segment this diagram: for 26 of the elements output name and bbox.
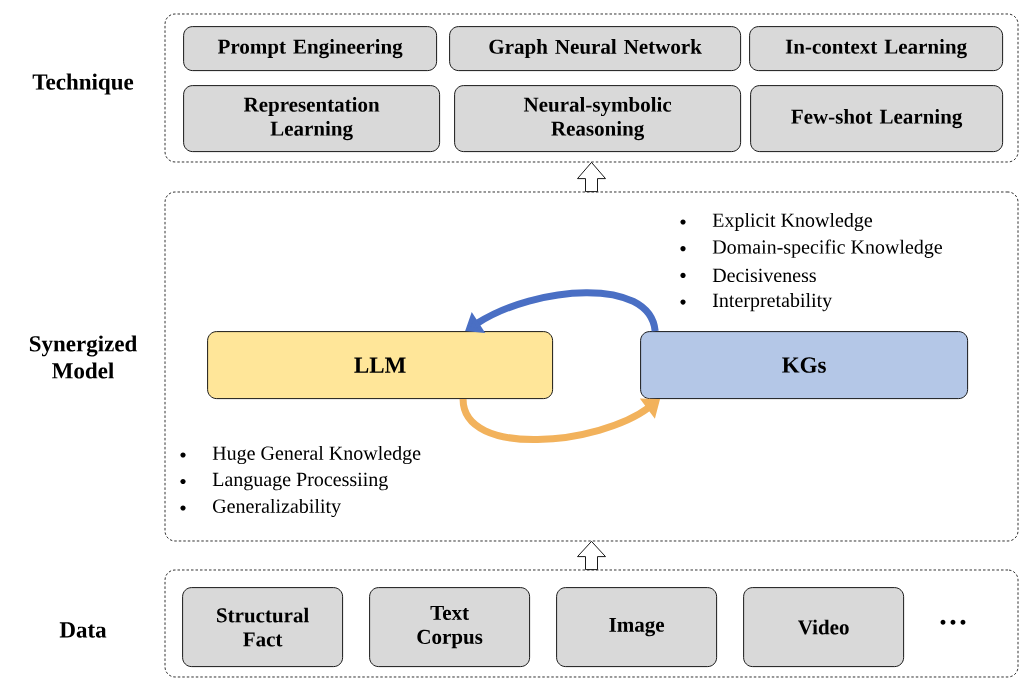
technique-box: Prompt Engineering xyxy=(183,26,438,72)
model-box: LLM xyxy=(207,331,554,400)
panel-heading: Synergized Model xyxy=(29,335,138,379)
technique-box: In-context Learning xyxy=(749,26,1004,72)
data-box: Video xyxy=(743,587,905,668)
panel-heading: Technique xyxy=(32,73,134,95)
curved-arrow xyxy=(465,289,659,334)
bullet-text: Interpretability xyxy=(712,293,833,312)
technique-box: Neural-symbolic Reasoning xyxy=(454,85,742,153)
data-box: Image xyxy=(556,587,718,668)
data-box: Structural Fact xyxy=(182,587,344,668)
model-box: KGs xyxy=(640,331,969,400)
technique-box: Representation Learning xyxy=(183,85,441,153)
technique-box: Few-shot Learning xyxy=(750,85,1004,153)
data-box: Text Corpus xyxy=(369,587,531,668)
block-arrow xyxy=(577,161,606,193)
panel-heading: Data xyxy=(59,622,107,638)
bullet-text: Decisiveness xyxy=(712,268,816,283)
block-arrow xyxy=(577,540,606,571)
bullet-text: Huge General Knowledge xyxy=(212,445,421,465)
technique-box: Graph Neural Network xyxy=(449,26,742,72)
bullet-text: Explicit Knowledge xyxy=(712,212,873,232)
bullet-text: Domain-specific Knowledge xyxy=(712,239,942,258)
ellipsis-text: ··· xyxy=(940,619,966,625)
bullet-text: Language Processiing xyxy=(212,472,388,491)
bullet-text: Generalizability xyxy=(213,498,341,518)
